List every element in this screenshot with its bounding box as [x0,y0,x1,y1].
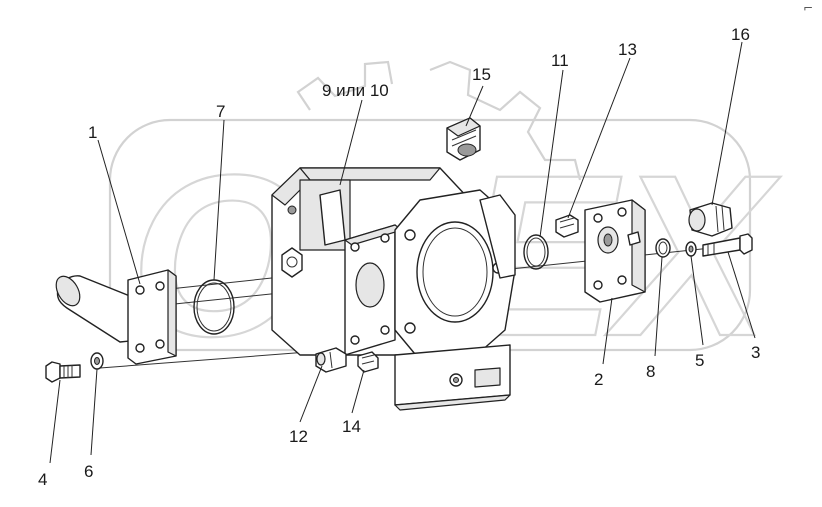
part-13-nipple [555,214,579,238]
part-1-flanged-elbow [55,269,177,365]
part-14-nipple [357,351,379,373]
part-3-bolt [702,233,753,257]
part-8-washer [655,238,671,258]
callout-9-or-10: 9 или 10 [322,81,389,100]
callout-13: 13 [618,40,637,59]
callout-15: 15 [472,65,491,84]
leader-lines [49,41,756,464]
callout-4: 4 [38,470,47,489]
part-15-fitting [446,117,481,161]
part-16-union-fitting [688,202,733,237]
callout-8: 8 [646,362,655,381]
corner-mark: ⌐ [803,1,813,15]
callout-labels: 1 7 9 или 10 15 11 13 16 4 6 12 14 2 8 5… [38,25,760,489]
callout-3: 3 [751,343,760,362]
part-6-washer [90,352,104,370]
callout-5: 5 [695,351,704,370]
callout-11: 11 [551,51,569,70]
part-4-bolt [45,361,81,383]
part-2-square-flange [584,199,646,303]
callout-2: 2 [594,370,603,389]
callout-14: 14 [342,417,361,436]
valve-housing [271,167,516,411]
callout-7: 7 [216,102,225,121]
part-5-washer [685,241,697,257]
part-12-small-elbow [315,347,347,373]
part-11-o-ring [523,234,549,270]
callout-12: 12 [289,427,308,446]
callout-1: 1 [88,123,97,142]
callout-16: 16 [731,25,750,44]
callout-6: 6 [84,462,93,481]
